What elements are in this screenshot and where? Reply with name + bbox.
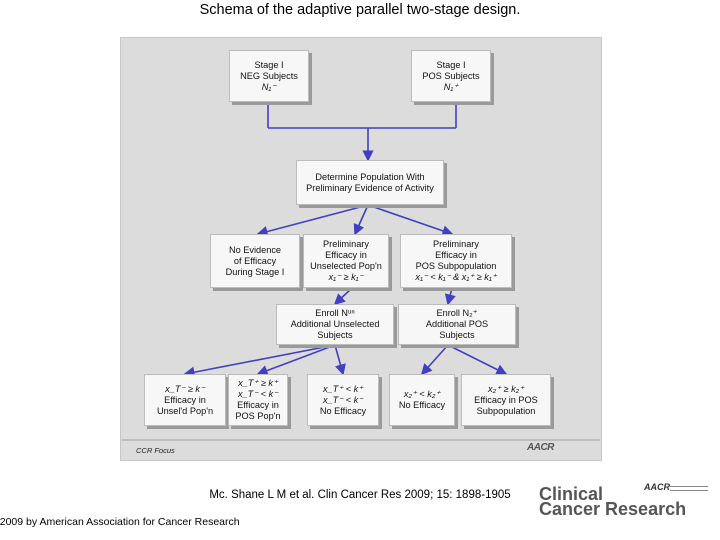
arrow-to-outcome5	[447, 344, 508, 375]
arrow-to-enroll-pos	[444, 287, 456, 306]
box-stage1-neg-line2: NEG Subjects	[240, 70, 298, 81]
box-outcome1-line1: x_T⁻ ≥ k⁻	[165, 383, 205, 394]
box-outcome3-line2: x_T⁻ < k⁻	[322, 394, 364, 405]
box-outcome-pos-subpop-efficacy: x₂⁺ ≥ k₂⁺ Efficacy in POS Subpopulation	[461, 374, 551, 426]
box-prelim-pos-line2: Efficacy in	[435, 250, 477, 260]
box-outcome-no-efficacy: x_T⁺ < k⁺ x_T⁻ < k⁻ No Efficacy	[307, 374, 379, 426]
box-prelim-pos-line3: POS Subpopulation	[415, 261, 497, 271]
arrow-to-prelim-pos	[367, 204, 454, 237]
box-determine-population: Determine Population With Preliminary Ev…	[296, 160, 444, 205]
box-prelim-pos-line4: x₁⁻ < k₁⁻ & x₁⁺ ≥ k₁⁺	[415, 272, 497, 282]
journal-logo-line2: Cancer Research	[539, 499, 687, 519]
box-prelim-unselected-line1: Preliminary	[323, 239, 369, 249]
box-enroll-unselected-line1: Enroll Nᵘⁿ	[315, 308, 355, 318]
box-stage1-neg-line3: N₁⁻	[261, 81, 277, 92]
box-outcome5-line2: Efficacy in POS	[474, 394, 538, 405]
box-outcome2-line3: Efficacy in	[237, 400, 279, 410]
box-outcome-pos-no-efficacy: x₂⁺ < k₂⁺ No Efficacy	[389, 374, 455, 426]
ccr-focus-label: CCR Focus	[136, 446, 175, 455]
arrow-to-outcome4	[420, 344, 449, 376]
citation-text: Mc. Shane L M et al. Clin Cancer Res 200…	[209, 489, 511, 501]
box-outcome4-line2: No Efficacy	[398, 400, 446, 410]
aacr-badge-logo: AACR	[644, 482, 670, 492]
box-determine-line1: Determine Population With	[315, 171, 425, 182]
box-prelim-pos: Preliminary Efficacy in POS Subpopulatio…	[400, 234, 512, 288]
box-prelim-unselected: Preliminary Efficacy in Unselected Pop'n…	[303, 234, 389, 288]
box-prelim-unselected-line3: Unselected Pop'n	[310, 261, 382, 271]
box-outcome2-line1: x_T⁺ ≥ k⁺	[238, 378, 278, 388]
box-stage1-pos-line3: N₁⁺	[443, 81, 459, 92]
box-stage1-neg: Stage I NEG Subjects N₁⁻	[229, 50, 309, 102]
box-outcome-unselected-efficacy: x_T⁻ ≥ k⁻ Efficacy in Unsel'd Pop'n	[144, 374, 226, 426]
box-outcome1-line3: Unsel'd Pop'n	[156, 405, 214, 416]
box-outcome2-line4: POS Pop'n	[235, 411, 281, 421]
journal-logo-line1: Clinical	[539, 484, 604, 504]
box-outcome4-line1: x₂⁺ < k₂⁺	[403, 389, 441, 399]
box-outcome5-line1: x₂⁺ ≥ k₂⁺	[487, 383, 525, 394]
box-prelim-unselected-line2: Efficacy in	[325, 250, 367, 260]
box-no-evidence-line1: No Evidence	[228, 244, 282, 255]
box-enroll-unselected-line3: Subjects	[317, 330, 353, 340]
box-outcome1-line2: Efficacy in	[164, 394, 206, 405]
box-enroll-unselected: Enroll Nᵘⁿ Additional Unselected Subject…	[276, 304, 394, 345]
arrow-to-enroll-unselected	[333, 287, 353, 306]
box-prelim-unselected-line4: x₁⁻ ≥ k₁⁻	[328, 272, 364, 282]
arrow-to-outcome1	[183, 344, 336, 378]
box-stage1-neg-line1: Stage I	[254, 59, 284, 70]
box-outcome2-line2: x_T⁻ < k⁻	[237, 389, 279, 399]
aacr-badge-rule-1	[670, 486, 708, 487]
box-no-evidence: No Evidence of Efficacy During Stage I	[210, 234, 300, 288]
box-stage1-pos-line1: Stage I	[436, 59, 466, 70]
box-no-evidence-line3: During Stage I	[225, 266, 285, 277]
box-outcome-pos-efficacy: x_T⁺ ≥ k⁺ x_T⁻ < k⁻ Efficacy in POS Pop'…	[228, 374, 288, 426]
aacr-badge-rule-2	[670, 490, 708, 491]
aacr-small-logo: AACR	[527, 442, 554, 453]
box-stage1-pos: Stage I POS Subjects N₁⁺	[411, 50, 491, 102]
box-determine-line2: Preliminary Evidence of Activity	[306, 182, 434, 193]
box-outcome5-line3: Subpopulation	[476, 405, 536, 416]
box-enroll-pos-line1: Enroll N₂⁺	[436, 308, 478, 318]
box-enroll-unselected-line2: Additional Unselected	[290, 319, 380, 329]
box-prelim-pos-line1: Preliminary	[433, 239, 479, 249]
arrow-to-outcome2	[256, 344, 336, 376]
box-outcome3-line1: x_T⁺ < k⁺	[322, 383, 364, 394]
copyright-text: ©2009 by American Association for Cancer…	[0, 516, 240, 528]
box-enroll-pos: Enroll N₂⁺ Additional POS Subjects	[398, 304, 516, 345]
box-outcome3-line3: No Efficacy	[319, 405, 367, 416]
slide-title: Schema of the adaptive parallel two-stag…	[199, 2, 521, 18]
arrow-to-outcome3	[334, 344, 346, 376]
box-no-evidence-line2: of Efficacy	[233, 255, 277, 266]
arrow-to-no-evidence	[256, 204, 369, 237]
box-enroll-pos-line3: Subjects	[439, 330, 475, 340]
box-enroll-pos-line2: Additional POS	[425, 319, 489, 329]
box-stage1-pos-line2: POS Subjects	[422, 70, 480, 81]
arrow-to-prelim-unselected	[353, 204, 369, 236]
